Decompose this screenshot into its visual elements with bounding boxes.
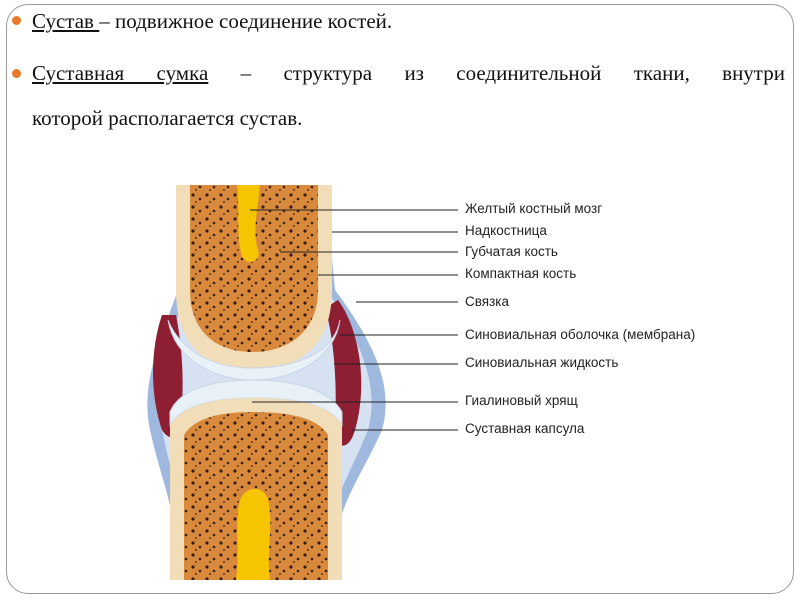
bullet-1: Сустав – подвижное соединение костей.: [32, 8, 785, 34]
term-joint-capsule: Суставная сумка: [32, 61, 208, 85]
label-yellow-marrow: Желтый костный мозг: [465, 201, 602, 216]
bullet-dot-2: [12, 69, 21, 78]
label-hyaline-cartilage: Гиалиновый хрящ: [465, 393, 578, 408]
label-joint-capsule: Суставная капсула: [465, 421, 584, 436]
definition-joint: – подвижное соединение костей.: [99, 9, 392, 33]
label-compact-bone: Компактная кость: [465, 266, 576, 281]
label-spongy-bone: Губчатая кость: [465, 244, 558, 259]
label-synovial-fluid: Синовиальная жидкость: [465, 355, 618, 370]
label-ligament: Связка: [465, 294, 509, 309]
bullet-2-line-1: Суставная сумка – структура из соедините…: [32, 60, 785, 86]
definition-capsule-part1: – структура из соединительной ткани, вну…: [208, 61, 785, 85]
joint-diagram: [120, 180, 800, 580]
label-synovial-membrane: Синовиальная оболочка (мембрана): [465, 327, 695, 342]
bullet-2-line-2: которой располагается сустав.: [32, 105, 785, 131]
lower-marrow: [236, 489, 270, 580]
definition-capsule-part2: которой располагается сустав.: [32, 106, 302, 130]
label-periosteum: Надкостница: [465, 223, 547, 238]
term-joint: Сустав: [32, 9, 99, 33]
bullet-dot-1: [12, 16, 21, 25]
